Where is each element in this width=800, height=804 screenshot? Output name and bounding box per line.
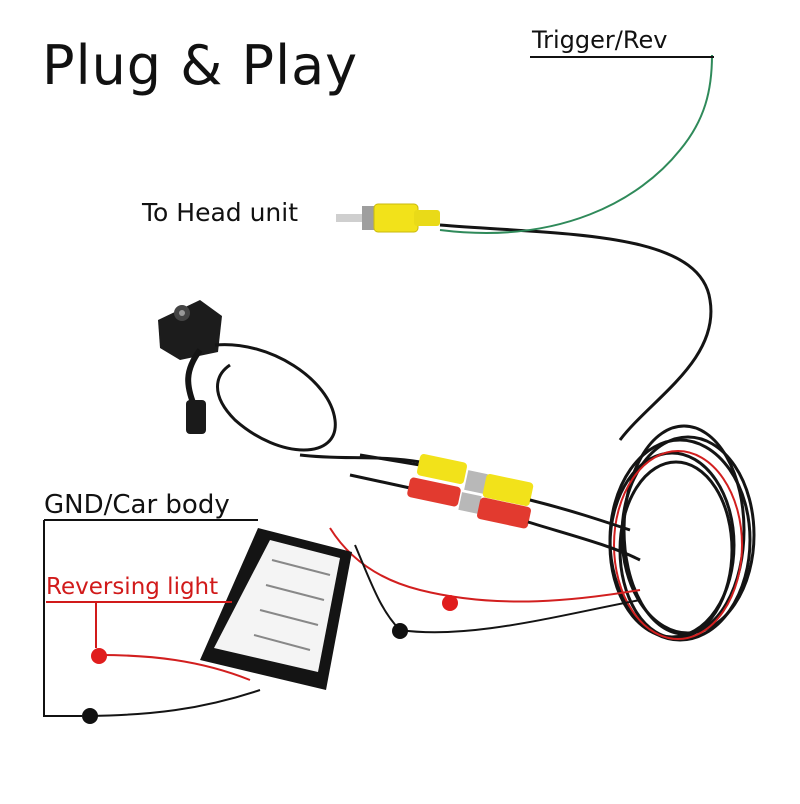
camera bbox=[158, 300, 222, 360]
callout-lines bbox=[43, 56, 714, 717]
trigger-label: Trigger/Rev bbox=[532, 26, 668, 54]
camera-lead-loop bbox=[214, 343, 337, 452]
page-title: Plug & Play bbox=[42, 34, 359, 97]
box-red-in bbox=[99, 654, 251, 681]
box-red-out bbox=[329, 527, 641, 603]
main-cable bbox=[439, 223, 713, 441]
filter-box bbox=[200, 528, 352, 690]
red-end-dot bbox=[442, 595, 458, 611]
box-black-in bbox=[89, 689, 261, 717]
gnd-label: GND/Car body bbox=[44, 490, 230, 520]
reversing-terminal-dot bbox=[91, 648, 107, 664]
rca-power-pair bbox=[349, 473, 641, 562]
rca-head-unit bbox=[336, 203, 440, 233]
reversing-light-label: Reversing light bbox=[46, 574, 219, 600]
camera-plug bbox=[186, 400, 206, 434]
gnd-terminal-dot bbox=[82, 708, 98, 724]
trigger-wire bbox=[439, 54, 713, 234]
reversing-callout bbox=[46, 601, 232, 648]
coil-red-wire bbox=[613, 450, 743, 640]
box-black-out bbox=[354, 544, 641, 634]
head-unit-label: To Head unit bbox=[142, 198, 299, 227]
rca-video-pair bbox=[359, 453, 631, 532]
black-end-dot bbox=[392, 623, 408, 639]
camera-lead bbox=[299, 453, 421, 464]
